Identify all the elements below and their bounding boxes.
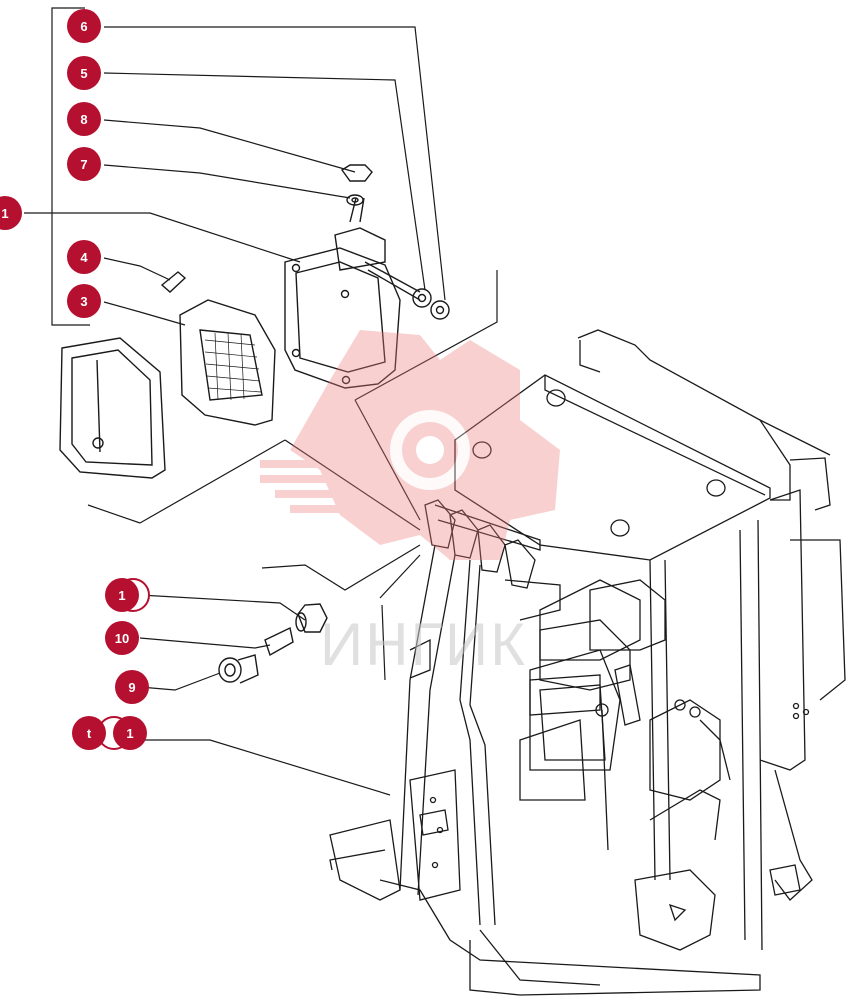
leader-6 (104, 26, 446, 301)
leader-9 (139, 672, 221, 691)
leader-t1 (143, 739, 391, 796)
bracket-line (51, 7, 90, 326)
leader-1-top (24, 212, 301, 263)
callout-badge: 1 (105, 578, 139, 612)
explode-line (261, 544, 421, 591)
callout-badge: 10 (105, 621, 139, 655)
callout-badge: 7 (67, 147, 101, 181)
leader-4 (103, 257, 171, 281)
explode-line (284, 439, 421, 531)
explode-line (139, 439, 286, 524)
hardware-parts (218, 603, 328, 684)
leader-1-mid (139, 594, 306, 621)
callout-badge: 3 (67, 284, 101, 318)
callout-badge: t (72, 716, 106, 750)
explode-line (354, 399, 421, 521)
callout-badge: 5 (67, 56, 101, 90)
explode-line (87, 504, 141, 524)
leader-10 (139, 637, 271, 649)
leader-8 (103, 119, 356, 173)
callout-badge: 4 (67, 240, 101, 274)
explode-line (381, 604, 386, 681)
cab-structure (329, 329, 846, 996)
headlamp-parts (59, 164, 450, 479)
callout-badge: 9 (115, 670, 149, 704)
callout-badge: 1 (0, 196, 22, 230)
leader-7 (103, 164, 351, 199)
callout-badge: 8 (67, 102, 101, 136)
leader-3 (103, 301, 186, 326)
explode-line (354, 270, 498, 401)
watermark-text: ИНГИК (320, 611, 528, 678)
explode-line (379, 554, 421, 599)
leader-5 (103, 72, 426, 291)
callout-badge: 1 (113, 716, 147, 750)
callout-badge: 6 (67, 9, 101, 43)
